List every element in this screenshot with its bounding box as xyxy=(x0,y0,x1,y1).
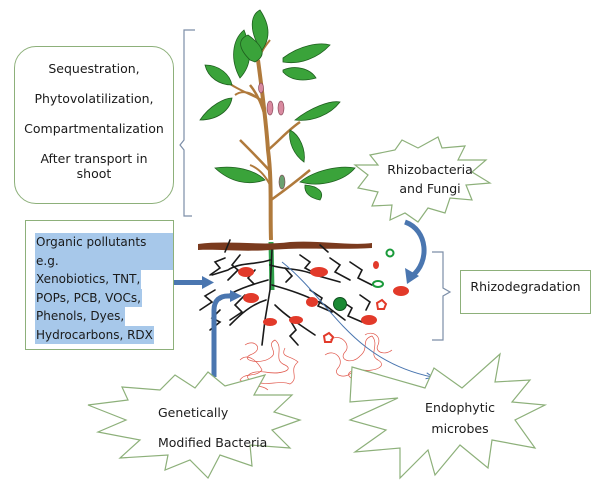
pollutants-box: Organic pollutants e.g. Xenobiotics, TNT… xyxy=(25,220,174,350)
microbe-red xyxy=(289,316,303,324)
microbe-red-hex xyxy=(322,331,335,343)
gm-bacteria-label: Genetically Modified Bacteria xyxy=(150,405,270,450)
arrow-pollutants xyxy=(174,276,214,289)
pollutant-line: POPs, PCB, VOCs, xyxy=(35,288,142,307)
soil-surface xyxy=(198,241,372,251)
rhizobacteria-line2: and Fungi xyxy=(399,181,461,196)
microbe-red xyxy=(393,286,409,296)
microbe-red xyxy=(263,318,277,326)
leaf xyxy=(214,166,266,184)
endophytic-line1: Endophytic xyxy=(425,400,495,415)
microbes xyxy=(238,248,409,343)
endophytic-line2: microbes xyxy=(431,421,489,436)
leaf xyxy=(282,67,317,81)
rhizobacteria-label: Rhizobacteria and Fungi xyxy=(380,162,480,196)
flower-bud xyxy=(278,174,286,190)
microbe-red-hex xyxy=(375,298,388,310)
gm-bacteria-line1: Genetically xyxy=(158,405,229,420)
process-sequestration: Sequestration, xyxy=(48,61,140,76)
process-transport-line2: shoot xyxy=(76,166,112,181)
pollutant-line: Organic pollutants e.g. xyxy=(35,233,173,270)
flower-bud xyxy=(277,100,285,116)
pollutant-line: Phenols, Dyes, xyxy=(35,307,126,326)
leaf xyxy=(294,101,341,121)
microbe-red xyxy=(243,293,259,303)
leaf xyxy=(204,64,233,86)
gm-bacteria-line2: Modified Bacteria xyxy=(158,435,268,450)
leaf xyxy=(304,184,322,201)
process-transport-line1: After transport in xyxy=(40,151,148,166)
bracket-shoot xyxy=(179,29,195,217)
arrow-rhizobacteria xyxy=(403,219,427,284)
bracket-rhizodegradation xyxy=(432,251,452,341)
endophytic-label: Endophytic microbes xyxy=(415,400,505,436)
microbe-green-ring xyxy=(385,248,395,258)
microbe-red xyxy=(373,261,379,269)
arrow-endophytic xyxy=(281,261,432,377)
burst-endophytic xyxy=(348,352,548,480)
leaf xyxy=(282,43,331,64)
arrow-gm-bacteria xyxy=(211,290,242,377)
rhizodegradation-box: Rhizodegradation xyxy=(460,270,591,314)
flower-bud xyxy=(266,100,274,116)
process-phytovolatilization: Phytovolatilization, xyxy=(34,91,154,106)
microbe-green xyxy=(333,297,347,311)
microbe-green-ring xyxy=(372,280,384,288)
microbe-red xyxy=(310,267,328,277)
leaf xyxy=(240,34,263,63)
flower-bud xyxy=(258,82,264,94)
microbe-red xyxy=(238,267,254,277)
burst-gm-bacteria xyxy=(87,371,302,480)
microbe-red xyxy=(361,315,377,325)
pollutant-line: Xenobiotics, TNT, xyxy=(35,270,142,289)
plant-shoot xyxy=(199,9,356,291)
processes-box: Sequestration, Phytovolatilization, Comp… xyxy=(14,46,174,204)
rhizodegradation-label: Rhizodegradation xyxy=(470,279,581,294)
burst-rhizobacteria xyxy=(353,136,492,223)
leaf xyxy=(199,97,233,121)
microbe-red xyxy=(306,297,318,307)
process-compartmentalization: Compartmentalization xyxy=(24,121,164,136)
leaf xyxy=(289,129,305,163)
leaf xyxy=(299,166,356,185)
leaf xyxy=(251,9,269,57)
rhizobacteria-line1: Rhizobacteria xyxy=(387,162,473,177)
pollutant-line: Hydrocarbons, RDX xyxy=(35,325,154,344)
